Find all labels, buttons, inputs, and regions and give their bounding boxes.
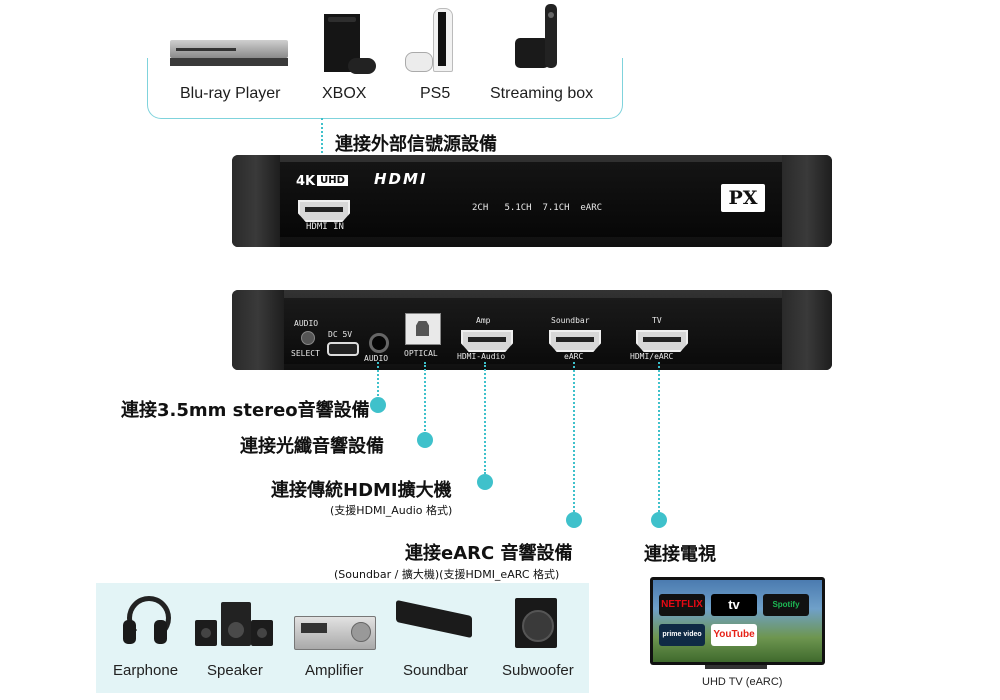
tv-port-label-top: TV [652, 316, 662, 325]
speaker-icon [195, 602, 273, 646]
tv-connector-dot [651, 512, 667, 528]
stereo-connector-dot [370, 397, 386, 413]
tv-screen: NETFLIX tv Spotify prime video YouTube [653, 580, 822, 662]
netflix-tile: NETFLIX [659, 594, 705, 616]
source-label-streaming: Streaming box [490, 85, 594, 102]
prime-video-tile: prime video [659, 624, 705, 646]
px-brand-logo: PX [721, 184, 765, 212]
callout-earc: 連接eARC 音響設備 [405, 543, 573, 564]
callout-stereo: 連接3.5mm stereo音響設備 [121, 400, 370, 421]
amp-port-label-top: Amp [476, 316, 491, 325]
amplifier-icon [294, 616, 376, 650]
source-label-bluray: Blu-ray Player [180, 85, 281, 102]
tv-port-label-bottom: HDMI/eARC [630, 352, 674, 361]
audio-jack-label: AUDIO [364, 354, 389, 363]
earc-connector-line [573, 362, 575, 512]
optical-port [405, 313, 441, 345]
tv-caption: UHD TV (eARC) [702, 676, 783, 688]
device-label-amplifier: Amplifier [305, 662, 364, 679]
amp-port-label-bottom: HDMI-Audio [457, 352, 506, 361]
earc-connector-dot [566, 512, 582, 528]
xbox-console-icon [322, 14, 376, 74]
tv-stand [705, 665, 767, 669]
device-front-right-cap [782, 155, 832, 247]
streaming-box-icon [515, 4, 575, 70]
headphone-icon [123, 596, 171, 648]
soundbar-hdmi-port [549, 330, 601, 352]
device-label-subwoofer: Subwoofer [502, 662, 574, 679]
dc-port [327, 342, 359, 356]
badge-uhd: UHD [317, 175, 348, 186]
device-label-speaker: Speaker [207, 662, 263, 679]
supported-formats: 2CH 5.1CH 7.1CH eARC [472, 203, 603, 213]
bluray-player-icon [170, 40, 288, 68]
callout-hdmi-amp: 連接傳統HDMI擴大機 [271, 480, 452, 501]
source-label-xbox: XBOX [322, 85, 367, 102]
uhd-tv-icon: NETFLIX tv Spotify prime video YouTube [650, 577, 825, 665]
optical-connector-line [424, 362, 426, 434]
hdmi-in-label: HDMI IN [306, 222, 344, 232]
audio-jack-port [369, 333, 389, 353]
audio-select-label-top: AUDIO [294, 319, 319, 328]
amp-connector-dot [477, 474, 493, 490]
device-label-earphone: Earphone [113, 662, 179, 679]
soundbar-port-label-top: Soundbar [551, 316, 590, 325]
dc-label: DC 5V [328, 330, 353, 339]
hdmi-in-port [298, 200, 350, 222]
device-label-soundbar: Soundbar [403, 662, 469, 679]
soundbar-port-label-bottom: eARC [564, 352, 584, 361]
callout-tv: 連接電視 [644, 544, 716, 565]
optical-label: OPTICAL [404, 349, 438, 358]
tv-connector-line [658, 362, 660, 512]
badge-4k: 4K [296, 174, 316, 189]
audio-select-label-bottom: SELECT [291, 349, 320, 358]
device-front-left-cap [232, 155, 280, 247]
spotify-tile: Spotify [763, 594, 809, 616]
callout-optical: 連接光纖音響設備 [240, 436, 384, 457]
device-rear-left-cap [232, 290, 284, 370]
device-rear-right-cap [782, 290, 832, 370]
callout-earc-sub: (Soundbar / 擴大機)(支援HDMI_eARC 格式) [334, 568, 560, 581]
apple-tv-tile: tv [711, 594, 757, 616]
source-caption: 連接外部信號源設備 [335, 134, 497, 155]
device-front-panel [280, 162, 782, 237]
amp-connector-line [484, 362, 486, 474]
subwoofer-icon [515, 598, 557, 648]
amp-hdmi-port [461, 330, 513, 352]
optical-connector-dot [417, 432, 433, 448]
audio-select-button[interactable] [301, 331, 315, 345]
source-devices-bracket [147, 58, 623, 119]
hdmi-logo: HDMI [374, 170, 428, 188]
tv-hdmi-port [636, 330, 688, 352]
youtube-tile: YouTube [711, 624, 757, 646]
source-label-ps5: PS5 [420, 85, 451, 102]
soundbar-icon [396, 598, 472, 642]
callout-hdmi-amp-sub: (支援HDMI_Audio 格式) [330, 504, 453, 517]
device-rear-panel [284, 298, 782, 364]
stereo-connector-line [377, 362, 379, 400]
ps5-console-icon [405, 8, 465, 72]
